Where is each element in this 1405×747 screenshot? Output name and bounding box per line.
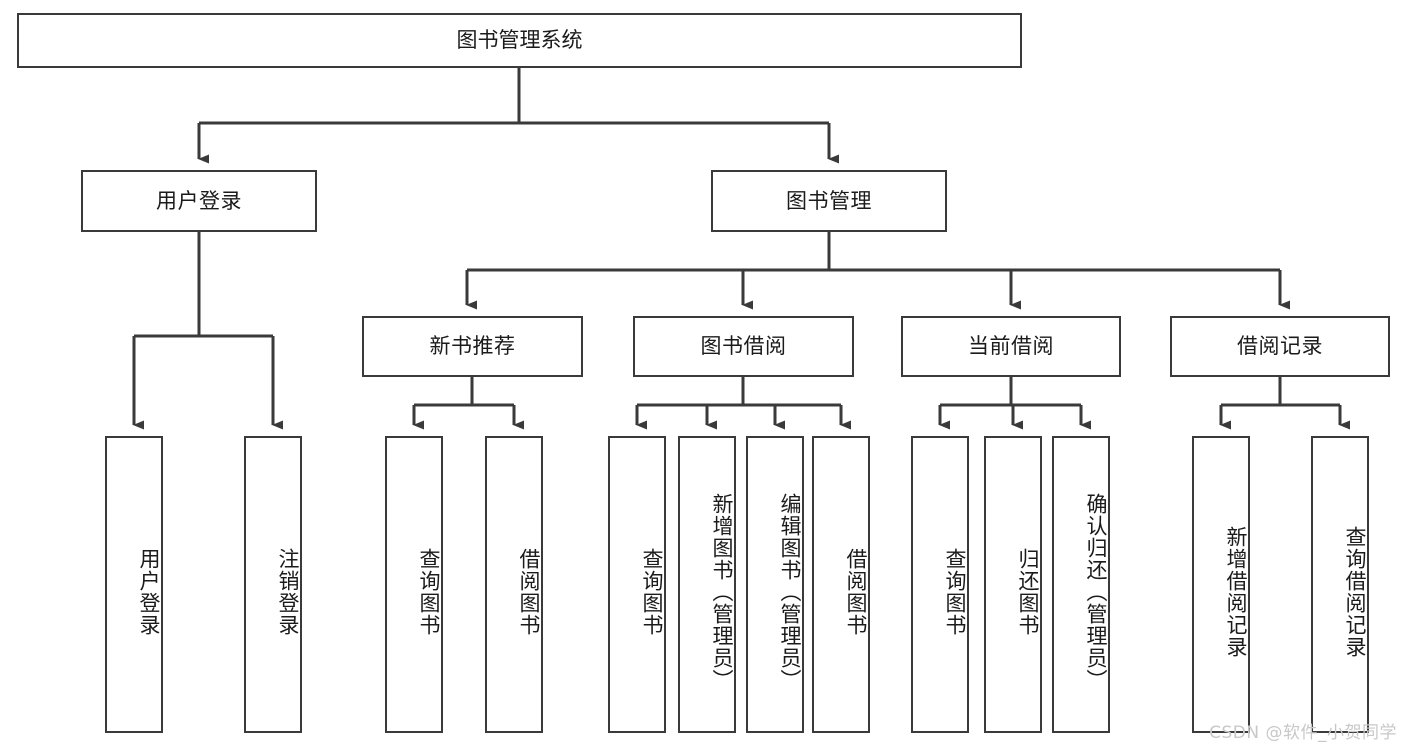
node-borrow-record-label: 借阅记录 (1237, 334, 1323, 359)
leaf-return-book[interactable]: 归还图书 (984, 436, 1042, 733)
leaf-edit-book-admin[interactable]: 编辑图书（管理员） (746, 436, 804, 733)
node-user-login[interactable]: 用户登录 (81, 170, 317, 232)
node-current-borrow-label: 当前借阅 (968, 334, 1054, 359)
leaf-query-book-3[interactable]: 查询图书 (911, 436, 969, 733)
leaf-borrow-book-1[interactable]: 借阅图书 (485, 436, 543, 733)
leaf-borrow-book-2-label: 借阅图书 (844, 547, 868, 636)
leaf-add-book-admin[interactable]: 新增图书（管理员） (678, 436, 736, 733)
leaf-user-logout[interactable]: 注销登录 (244, 436, 302, 733)
leaf-edit-book-admin-label: 编辑图书（管理员） (778, 492, 802, 691)
leaf-borrow-book-2[interactable]: 借阅图书 (812, 436, 870, 733)
leaf-borrow-book-1-label: 借阅图书 (517, 547, 541, 636)
leaf-user-logout-label: 注销登录 (276, 547, 300, 636)
leaf-query-borrow-record-label: 查询借阅记录 (1343, 525, 1367, 658)
node-current-borrow[interactable]: 当前借阅 (901, 316, 1121, 377)
node-new-book-recommend[interactable]: 新书推荐 (362, 316, 583, 377)
leaf-user-login[interactable]: 用户登录 (105, 436, 163, 733)
node-new-book-recommend-label: 新书推荐 (429, 334, 516, 359)
leaf-add-borrow-record[interactable]: 新增借阅记录 (1192, 436, 1250, 733)
leaf-user-login-label: 用户登录 (137, 547, 161, 636)
node-book-borrow[interactable]: 图书借阅 (633, 316, 854, 377)
node-book-borrow-label: 图书借阅 (700, 334, 787, 359)
leaf-add-book-admin-label: 新增图书（管理员） (710, 492, 734, 691)
leaf-confirm-return-admin[interactable]: 确认归还（管理员） (1052, 436, 1110, 733)
leaf-query-book-2[interactable]: 查询图书 (608, 436, 666, 733)
node-book-manage[interactable]: 图书管理 (711, 170, 947, 232)
leaf-return-book-label: 归还图书 (1016, 547, 1040, 636)
leaf-query-book-2-label: 查询图书 (640, 547, 664, 636)
leaf-query-book-3-label: 查询图书 (943, 547, 967, 636)
leaf-add-borrow-record-label: 新增借阅记录 (1224, 525, 1248, 658)
watermark: CSDN @软件_小贺同学 (1209, 723, 1397, 743)
node-book-manage-label: 图书管理 (786, 188, 872, 213)
leaf-query-borrow-record[interactable]: 查询借阅记录 (1311, 436, 1369, 733)
node-root-label: 图书管理系统 (456, 28, 583, 53)
leaf-confirm-return-admin-label: 确认归还（管理员） (1084, 492, 1108, 691)
node-user-login-label: 用户登录 (156, 188, 242, 213)
node-root[interactable]: 图书管理系统 (17, 13, 1022, 68)
leaf-query-book-1-label: 查询图书 (417, 547, 441, 636)
node-borrow-record[interactable]: 借阅记录 (1170, 316, 1390, 377)
leaf-query-book-1[interactable]: 查询图书 (385, 436, 443, 733)
